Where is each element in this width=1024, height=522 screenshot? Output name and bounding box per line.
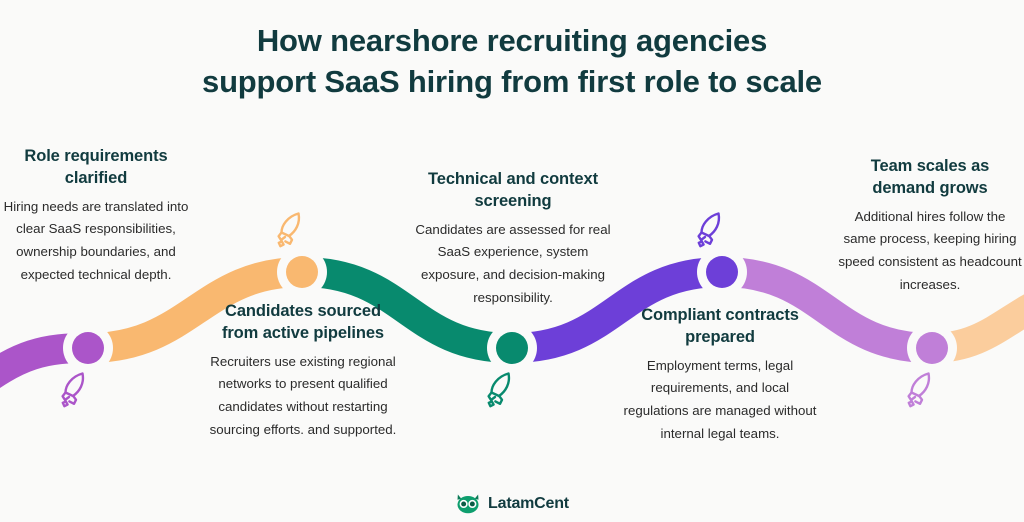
step-1: Role requirements clarified Hiring needs… bbox=[3, 145, 189, 287]
title-line-1: How nearshore recruiting agencies bbox=[256, 23, 768, 58]
title-line-2: support SaaS hiring from first role to s… bbox=[202, 64, 822, 100]
step-2: Candidates sourced from active pipelines… bbox=[208, 300, 398, 442]
step-4: Compliant contracts prepared Employment … bbox=[622, 304, 818, 446]
step-3: Technical and context screening Candidat… bbox=[415, 168, 611, 310]
rocket-icon-5 bbox=[907, 372, 931, 408]
milestone-node-1 bbox=[72, 332, 104, 364]
page-title: How nearshore recruiting agencies suppor… bbox=[0, 20, 1024, 102]
milestone-node-2 bbox=[286, 256, 318, 288]
step-3-heading: Technical and context screening bbox=[428, 170, 598, 211]
logo-wordmark: LatamCent bbox=[488, 494, 569, 512]
rocket-icon-2 bbox=[277, 212, 301, 248]
step-3-body: Candidates are assessed for real SaaS ex… bbox=[415, 221, 611, 306]
milestone-node-4 bbox=[706, 256, 738, 288]
step-1-heading: Role requirements clarified bbox=[24, 147, 168, 188]
milestone-node-5 bbox=[916, 332, 948, 364]
step-1-body: Hiring needs are translated into clear S… bbox=[3, 198, 189, 283]
owl-icon bbox=[457, 494, 479, 514]
step-4-heading: Compliant contracts prepared bbox=[641, 306, 799, 347]
step-5-heading: Team scales as demand grows bbox=[870, 157, 990, 198]
milestone-node-3 bbox=[496, 332, 528, 364]
step-2-heading: Candidates sourced from active pipelines bbox=[221, 302, 385, 343]
brand-logo: LatamCent bbox=[0, 493, 1024, 514]
step-5: Team scales as demand grows Additional h… bbox=[838, 155, 1022, 297]
step-2-body: Recruiters use existing regional network… bbox=[209, 353, 397, 438]
rocket-icon-4 bbox=[697, 212, 721, 248]
step-4-body: Employment terms, legal requirements, an… bbox=[623, 357, 817, 442]
rocket-icon-1 bbox=[61, 372, 85, 408]
step-5-body: Additional hires follow the same process… bbox=[838, 208, 1022, 293]
rocket-icon-3 bbox=[487, 372, 511, 408]
